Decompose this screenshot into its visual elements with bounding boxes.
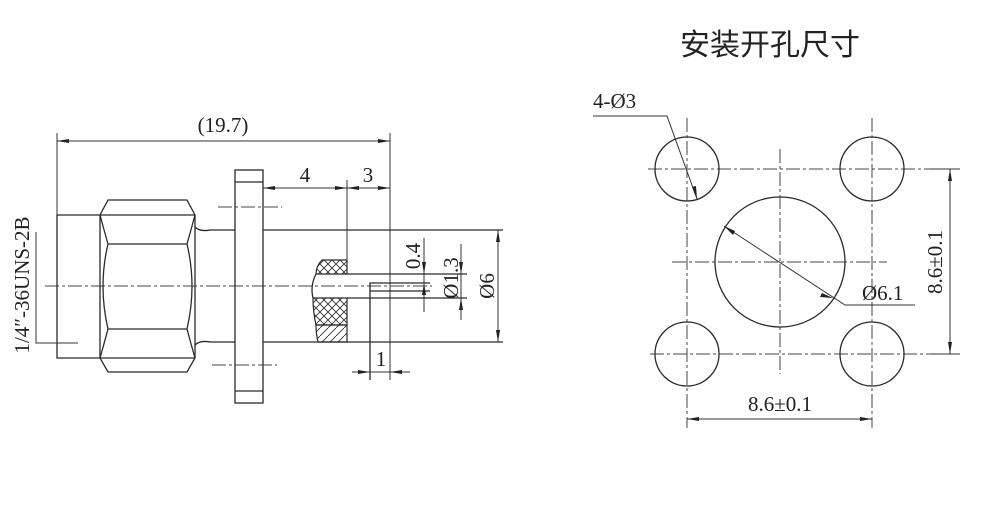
body-diameter-label: Ø6 — [475, 273, 499, 299]
dielectric-insulator — [311, 259, 348, 343]
dim-0-4-label: 0.4 — [401, 242, 425, 269]
dim-4-label: 4 — [300, 163, 311, 187]
vertical-spacing-label: 8.6±0.1 — [923, 230, 947, 294]
mount-holes-label: 4-Ø3 — [593, 89, 636, 113]
center-hole — [714, 196, 846, 328]
center-hole-label: Ø6.1 — [862, 281, 903, 305]
mount-hole — [839, 136, 905, 202]
hex-nut — [99, 199, 196, 373]
contact-bore — [347, 273, 467, 299]
horizontal-spacing-label: 8.6±0.1 — [748, 392, 812, 416]
flange — [212, 169, 282, 404]
mount-hole — [839, 321, 905, 387]
connector-side-view: (19.7) 4 3 1 0.4 Ø1.3 Ø6 1/4″-36UNS-2B — [10, 113, 503, 404]
rear-body — [56, 214, 100, 359]
thread-spec-label: 1/4″-36UNS-2B — [10, 216, 34, 353]
center-pin — [369, 282, 430, 380]
neck — [194, 226, 235, 346]
dim-3-label: 3 — [363, 163, 374, 187]
dim-1-label: 1 — [376, 347, 387, 371]
panel-cutout-view: 4-Ø3 Ø6.1 8.6±0.1 8.6±0.1 — [593, 89, 960, 428]
cutout-title: 安装开孔尺寸 — [680, 28, 860, 63]
pin-diameter-label: Ø1.3 — [439, 257, 463, 298]
mount-hole — [654, 321, 720, 387]
overall-length-label: (19.7) — [198, 113, 249, 137]
front-body — [263, 229, 503, 343]
mount-hole — [654, 136, 720, 202]
